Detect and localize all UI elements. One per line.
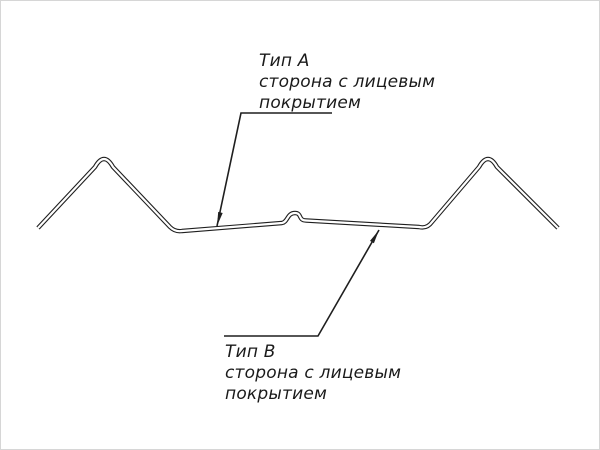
label-type-b-title: Тип В	[225, 342, 276, 362]
label-type-a-title: Тип А	[259, 51, 310, 71]
leader-line-type-a	[216, 112, 332, 227]
label-type-b-line2: покрытием	[225, 384, 328, 404]
leader-line-type-b	[224, 229, 380, 337]
sheet-profile-core	[37, 157, 559, 233]
label-type-b-line1: сторона с лицевым	[225, 363, 402, 383]
label-type-a-line2: покрытием	[259, 93, 362, 113]
arrowhead-type-b	[370, 230, 379, 244]
arrowhead-type-a	[217, 211, 223, 226]
label-type-a: Тип А сторона с лицевым покрытием	[259, 51, 435, 114]
label-type-a-line1: сторона с лицевым	[259, 72, 436, 92]
label-type-b: Тип В сторона с лицевым покрытием	[225, 342, 401, 405]
